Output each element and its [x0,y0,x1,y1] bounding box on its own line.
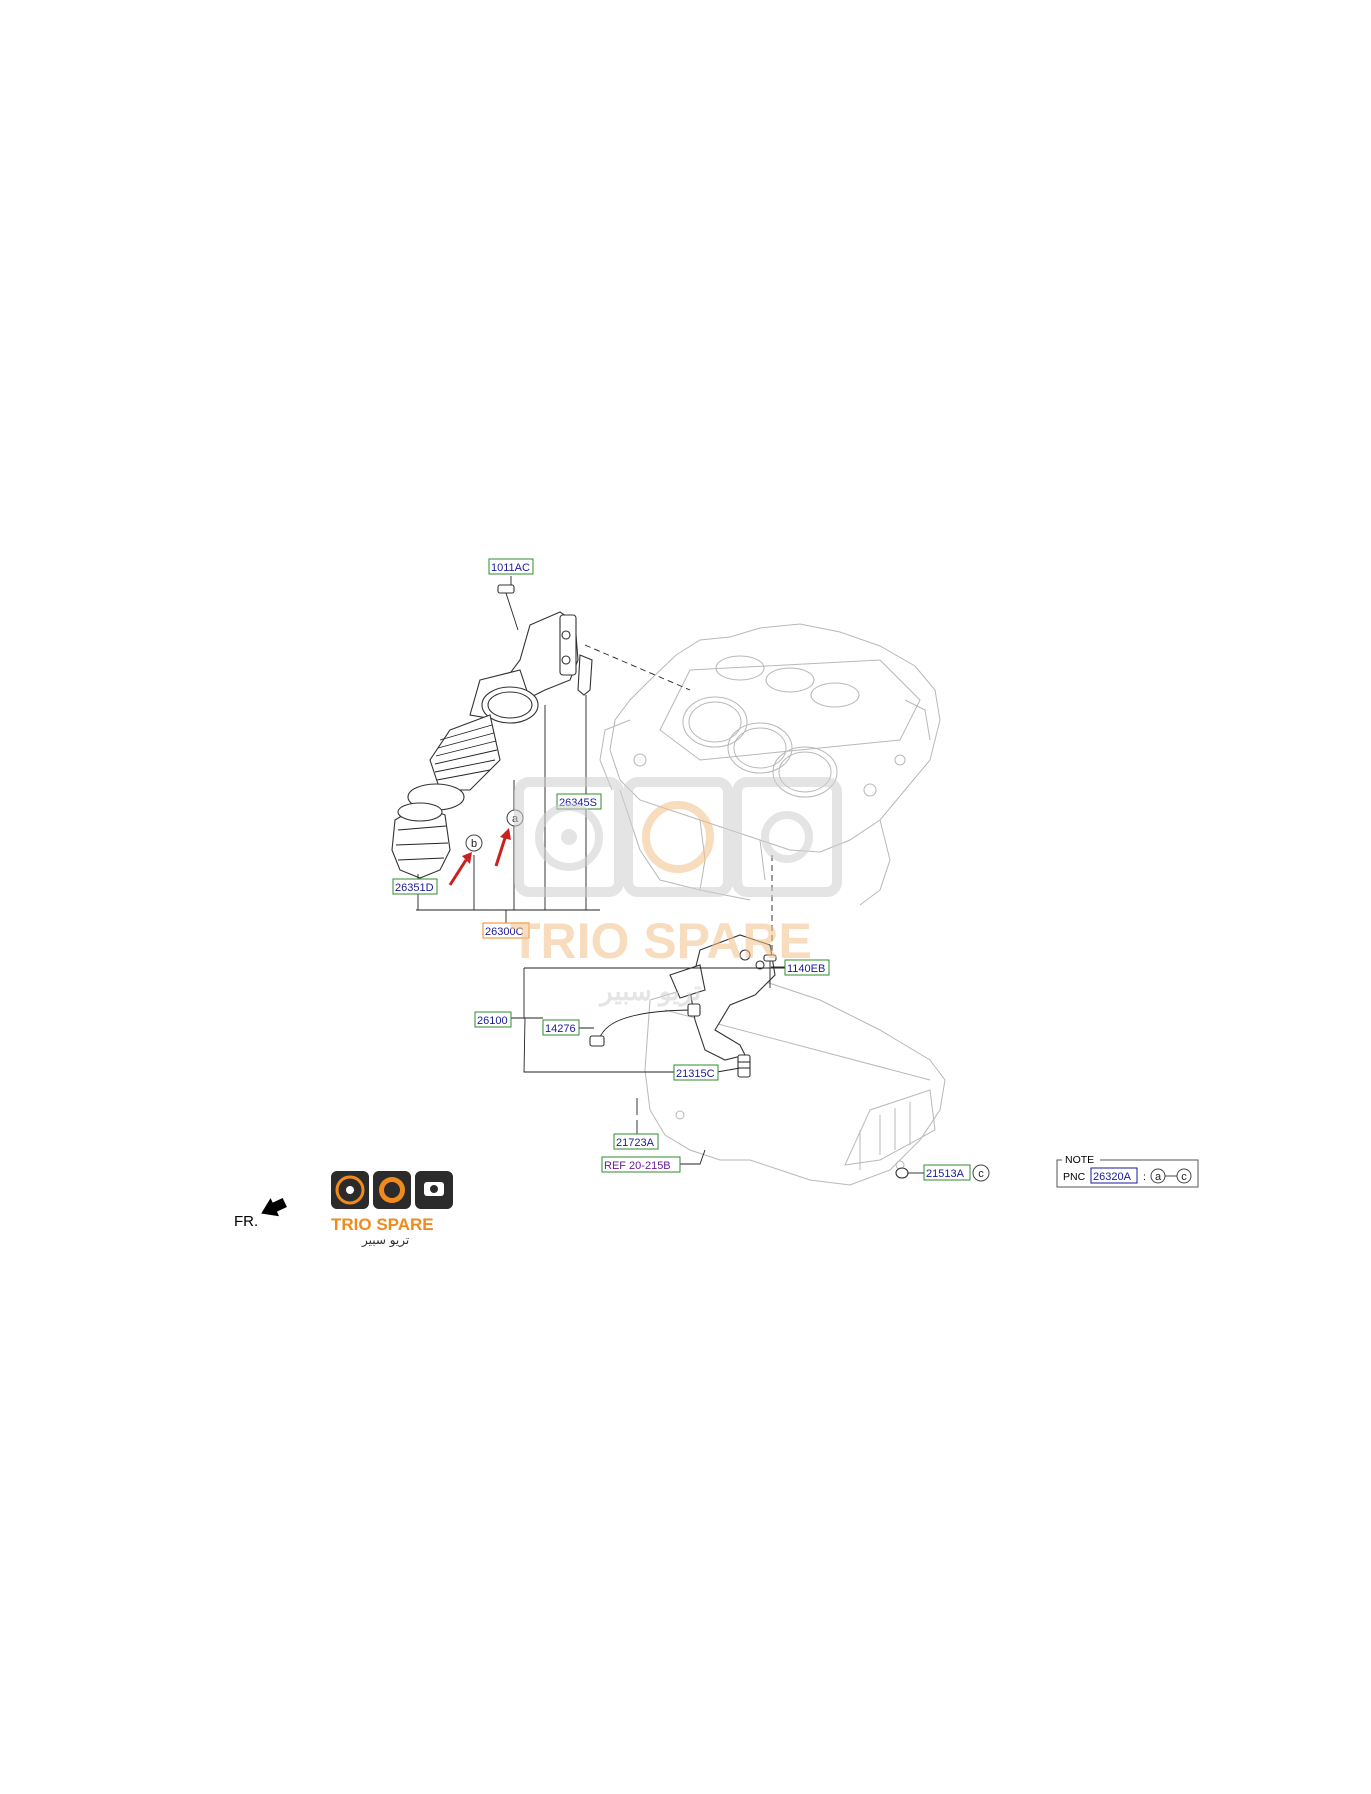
label-21315c[interactable]: 21315C [673,1064,719,1081]
bolt-1140eb [763,954,777,988]
leader-lines [416,576,924,1174]
oil-filter-housing [469,611,579,724]
engine-block-outline [599,623,941,906]
gasket-26345s [577,654,593,696]
oil-filter-element [429,714,501,791]
front-arrow-icon [261,1197,287,1217]
svg-text:14276: 14276 [545,1023,576,1035]
bolt-1011ac [497,584,519,631]
label-14276[interactable]: 14276 [542,1019,580,1036]
label-26351d[interactable]: 26351D [392,878,438,895]
watermark-brand: TRIO SPARE [510,913,812,969]
callout-b: b [465,834,483,852]
svg-text:c: c [978,1168,984,1180]
svg-text:b: b [471,838,477,850]
label-26300c[interactable]: 26300C [482,922,530,939]
logo-arabic: تريو سبير [361,1233,409,1248]
note-pnc-value: 26320A [1093,1171,1132,1183]
red-arrow-a [494,828,511,867]
svg-text:FR.: FR. [234,1213,258,1230]
callout-c: c [972,1164,990,1182]
watermark: TRIO SPARE تريو سبير [510,777,842,1007]
svg-text:1011AC: 1011AC [491,562,530,574]
red-arrow-b [448,852,472,886]
svg-text::: : [1143,1171,1146,1183]
front-direction-indicator: FR. [234,1197,287,1230]
note-range-from: a [1155,1171,1162,1183]
label-1011ac[interactable]: 1011AC [488,558,534,575]
svg-text:26300C: 26300C [485,926,524,938]
svg-text:21723A: 21723A [616,1137,655,1149]
label-ref-20-215b[interactable]: REF 20-215B [601,1156,681,1173]
note-box: NOTE PNC 26320A : a c [1056,1154,1199,1188]
svg-text:21513A: 21513A [926,1168,965,1180]
svg-text:21315C: 21315C [676,1068,715,1080]
label-21513a[interactable]: 21513A [923,1164,971,1181]
note-title: NOTE [1065,1154,1094,1166]
strainer-21315c [737,1054,751,1078]
note-range-to: c [1181,1171,1187,1183]
logo-brand: TRIO SPARE [331,1215,434,1234]
svg-text:REF 20-215B: REF 20-215B [604,1160,671,1172]
label-26100[interactable]: 26100 [474,1011,512,1028]
filter-cap-26351d [391,802,451,879]
svg-text:26100: 26100 [477,1015,508,1027]
note-pnc-label: PNC [1063,1171,1086,1183]
trio-spare-logo: TRIO SPARE تريو سبير [331,1171,453,1248]
svg-text:26351D: 26351D [395,882,434,894]
label-21723a[interactable]: 21723A [613,1133,659,1150]
label-1140eb[interactable]: 1140EB [784,959,830,976]
sensor-14276 [589,1003,701,1047]
drain-plug-21513a [895,1167,909,1179]
watermark-arabic: تريو سبير [598,976,701,1007]
svg-text:1140EB: 1140EB [787,963,825,975]
